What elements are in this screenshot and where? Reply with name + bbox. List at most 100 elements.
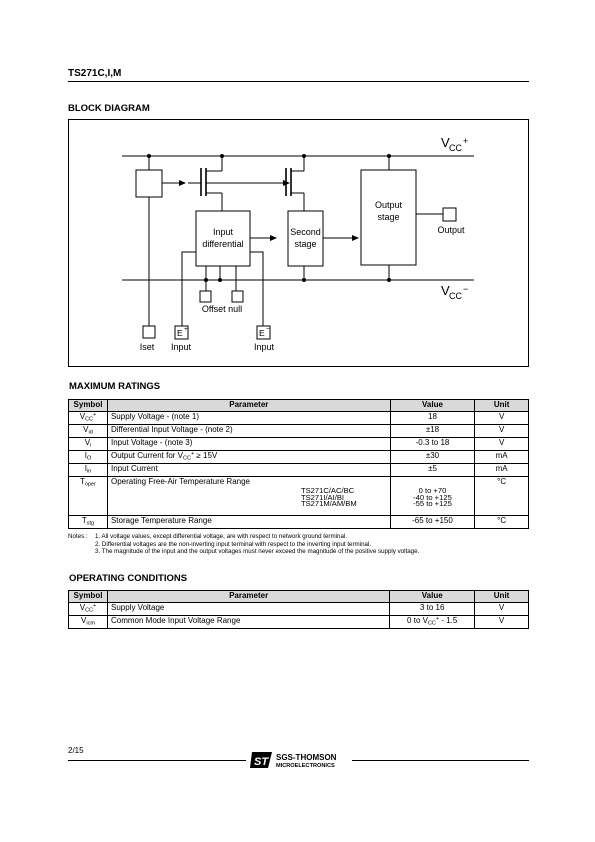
symbol-cell: Tstg bbox=[68, 515, 108, 529]
company-logo: ST SGS-THOMSON MICROELECTRONICS bbox=[250, 751, 350, 769]
block-diagram-title: BLOCK DIAGRAM bbox=[68, 103, 150, 114]
input-minus-label: Input bbox=[254, 342, 275, 352]
maximum-ratings-notes: Notes : 1. All voltage values, except di… bbox=[68, 533, 529, 556]
second-stage-label-2: stage bbox=[294, 239, 316, 249]
unit-cell: V bbox=[474, 437, 529, 451]
value-cell: 18 bbox=[389, 411, 476, 425]
col-header-value: Value bbox=[389, 399, 476, 412]
device-label: TS271I/AI/BI bbox=[300, 492, 345, 502]
parameter-cell: Supply Voltage bbox=[106, 602, 391, 616]
notes-label: Notes : bbox=[68, 533, 88, 540]
vcc-plus-label-main: V bbox=[441, 135, 450, 150]
iset-pin bbox=[142, 325, 156, 339]
diagram-frame bbox=[68, 119, 529, 367]
input-differential-label-2: differential bbox=[202, 239, 243, 249]
input-differential-block bbox=[195, 210, 251, 267]
unit-cell: mA bbox=[474, 463, 529, 477]
table-row: VCC+ Supply Voltage 3 to 16 V bbox=[68, 602, 529, 616]
logo-line-2: MICROELECTRONICS bbox=[276, 763, 335, 769]
table-row: VCC+ Supply Voltage - (note 1) 18 V bbox=[68, 411, 529, 425]
table-header-row: Symbol Parameter Value Unit bbox=[68, 590, 529, 603]
value-cell: 3 to 16 bbox=[389, 602, 476, 616]
unit-cell: mA bbox=[474, 450, 529, 464]
unit-cell: °C bbox=[474, 476, 529, 516]
table-row: Vi Input Voltage - (note 3) -0.3 to 18 V bbox=[68, 437, 529, 451]
operating-conditions-title: OPERATING CONDITIONS bbox=[69, 573, 188, 584]
parameter-cell: Input Voltage - (note 3) bbox=[106, 437, 391, 451]
offset-null-pin-2 bbox=[231, 290, 244, 303]
parameter-cell: Differential Input Voltage - (note 2) bbox=[106, 424, 391, 438]
output-stage-label-2: stage bbox=[377, 212, 399, 222]
table-row-operating-temperature: Toper Operating Free-Air Temperature Ran… bbox=[68, 476, 529, 516]
input-plus-pin bbox=[174, 325, 189, 340]
col-header-value: Value bbox=[389, 590, 476, 603]
symbol-cell: Iin bbox=[68, 463, 108, 477]
value-cell: -0.3 to 18 bbox=[389, 437, 476, 451]
header-rule bbox=[68, 81, 529, 82]
value-cell: 0 to +70 -40 to +125 -55 to +125 bbox=[389, 476, 476, 516]
footer-rule-left bbox=[68, 760, 246, 761]
symbol-cell: VCC+ bbox=[68, 411, 108, 425]
second-stage-label-1: Second bbox=[290, 227, 321, 237]
input-minus-pin bbox=[256, 325, 271, 340]
vcc-plus-label-sub: CC bbox=[449, 143, 462, 153]
output-label: Output bbox=[437, 225, 465, 235]
table-row: Iin Input Current ±5 mA bbox=[68, 463, 529, 477]
col-header-unit: Unit bbox=[474, 399, 529, 412]
offset-null-label: Offset null bbox=[202, 304, 242, 314]
col-header-symbol: Symbol bbox=[68, 590, 108, 603]
document-header-title: TS271C,I,M bbox=[68, 68, 122, 79]
vcc-minus-label-sub: CC bbox=[449, 291, 462, 301]
parameter-cell: Storage Temperature Range bbox=[106, 515, 391, 529]
col-header-unit: Unit bbox=[474, 590, 529, 603]
offset-null-pin-1 bbox=[199, 290, 212, 303]
note-item: 3. The magnitude of the input and the ou… bbox=[95, 548, 420, 556]
block-diagram: Input differential Second stage Output s… bbox=[68, 119, 529, 367]
parameter-cell: Operating Free-Air Temperature Range TS2… bbox=[106, 476, 391, 516]
parameter-cell: Common Mode Input Voltage Range bbox=[106, 615, 391, 629]
value-cell: ±18 bbox=[389, 424, 476, 438]
device-value: 0 to +70 bbox=[418, 486, 447, 495]
table-header-row: Symbol Parameter Value Unit bbox=[68, 399, 529, 412]
unit-cell: V bbox=[474, 424, 529, 438]
vcc-plus-label-sign: + bbox=[463, 136, 468, 146]
input-minus-sign: − bbox=[266, 326, 270, 333]
second-stage-block bbox=[287, 210, 324, 267]
device-label: TS271C/AC/BC bbox=[300, 486, 355, 495]
maximum-ratings-title: MAXIMUM RATINGS bbox=[69, 381, 161, 392]
symbol-cell: Vi bbox=[68, 437, 108, 451]
device-value: -55 to +125 bbox=[413, 499, 452, 508]
page-number: 2/15 bbox=[68, 746, 84, 755]
col-header-parameter: Parameter bbox=[106, 399, 391, 412]
parameter-cell: Supply Voltage - (note 1) bbox=[106, 411, 391, 425]
value-cell: ±5 bbox=[389, 463, 476, 477]
symbol-cell: IO bbox=[68, 450, 108, 464]
symbol-cell: VCC+ bbox=[68, 602, 108, 616]
value-cell: ±30 bbox=[389, 450, 476, 464]
output-stage-block bbox=[360, 169, 417, 266]
col-header-symbol: Symbol bbox=[68, 399, 108, 412]
unit-cell: °C bbox=[474, 515, 529, 529]
vcc-minus-label-main: V bbox=[441, 283, 450, 298]
parameter-cell: Output Current for VCC+ ≥ 15V bbox=[106, 450, 391, 464]
symbol-cell: Vicm bbox=[68, 615, 108, 629]
table-row: Vicm Common Mode Input Voltage Range 0 t… bbox=[68, 615, 529, 629]
value-cell: -65 to +150 bbox=[389, 515, 476, 529]
vcc-minus-label-sign: − bbox=[463, 284, 468, 294]
unit-cell: V bbox=[474, 602, 529, 616]
input-plus-box-letter: E bbox=[177, 328, 183, 338]
symbol-cell: Toper bbox=[68, 476, 108, 516]
note-item: 2. Differential voltages are the non-inv… bbox=[95, 540, 372, 548]
symbol-cell: Vid bbox=[68, 424, 108, 438]
operating-conditions-table: Symbol Parameter Value Unit VCC+ Supply … bbox=[68, 590, 529, 629]
footer-rule-right bbox=[352, 760, 529, 761]
table-row: IO Output Current for VCC+ ≥ 15V ±30 mA bbox=[68, 450, 529, 464]
input-plus-label: Input bbox=[171, 342, 192, 352]
table-row: Vid Differential Input Voltage - (note 2… bbox=[68, 424, 529, 438]
output-stage-label-1: Output bbox=[375, 200, 403, 210]
parameter-cell: Input Current bbox=[106, 463, 391, 477]
table-row: Tstg Storage Temperature Range -65 to +1… bbox=[68, 515, 529, 529]
note-item: 1. All voltage values, except differenti… bbox=[95, 533, 347, 540]
maximum-ratings-table: Symbol Parameter Value Unit VCC+ Supply … bbox=[68, 399, 529, 529]
logo-line-1: SGS-THOMSON bbox=[276, 753, 337, 762]
